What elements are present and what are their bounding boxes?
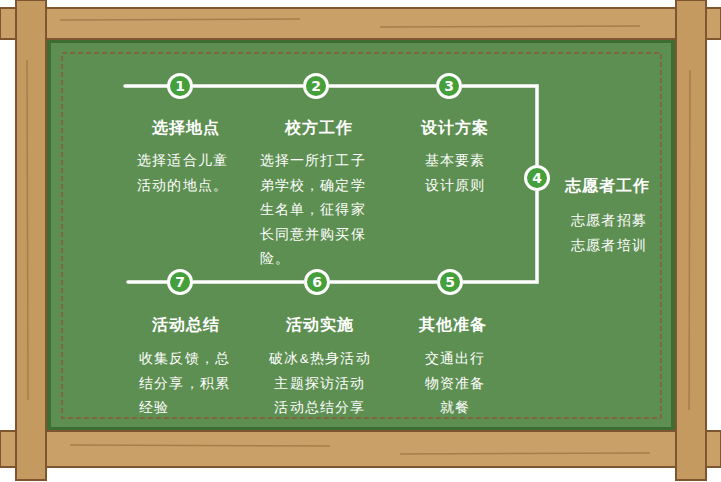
wood-grain [70,445,330,446]
wood-top-bar [0,8,721,39]
wood-grain [400,453,650,454]
step-description: 志愿者招募 志愿者培训 [557,209,661,258]
step-circle: 4志愿者工作志愿者招募 志愿者培训 [524,165,550,191]
step-circle: 1选择地点选择适合儿童活动的地点。 [167,73,193,99]
step-title: 选择地点 [152,118,220,138]
step-description: 收集反馈，总结分享，积累经验 [139,347,231,421]
path-end-stub [128,280,168,284]
step-number: 1 [170,76,190,96]
wood-grain [27,60,28,400]
step-title: 校方工作 [285,118,353,138]
wood-grain [60,19,300,20]
step-title: 其他准备 [419,315,487,335]
wood-right-post [676,0,706,480]
step-circle: 2校方工作选择一所打工子弟学校，确定学生名单，征得家长同意并购买保险。 [303,73,329,99]
step-title: 设计方案 [421,118,489,138]
connector-line [463,191,537,282]
wood-left-post [16,0,46,480]
step-circle: 6活动实施破冰&热身活动 主题探访活动 活动总结分享 [304,269,330,295]
board-surface [51,43,671,427]
connector-line [329,84,436,88]
step-title: 活动实施 [286,315,354,335]
connector-line [193,280,304,284]
wood-grain [689,70,690,410]
step-description: 选择一所打工子弟学校，确定学生名单，征得家长同意并购买保险。 [260,149,381,272]
step-number: 2 [306,76,326,96]
connector-line [193,84,303,88]
step-circle: 7活动总结收集反馈，总结分享，积累经验 [167,269,193,295]
step-description: 破冰&热身活动 主题探访活动 活动总结分享 [262,347,378,421]
wood-bottom-bar [0,431,721,467]
step-number: 5 [440,272,460,292]
board-edge [44,36,678,434]
path-start-stub [125,84,168,88]
wood-grain [380,26,640,27]
step-title: 志愿者工作 [565,176,650,196]
step-number: 6 [307,272,327,292]
step-circle: 5其他准备交通出行 物资准备 就餐 [437,269,463,295]
step-description: 选择适合儿童活动的地点。 [137,149,243,198]
step-number: 3 [439,76,459,96]
step-number: 7 [170,272,190,292]
step-description: 基本要素 设计原则 [413,149,497,198]
step-description: 交通出行 物资准备 就餐 [413,347,497,421]
step-title: 活动总结 [152,315,220,335]
step-number: 4 [527,168,547,188]
connector-line [330,280,437,284]
step-circle: 3设计方案基本要素 设计原则 [436,73,462,99]
